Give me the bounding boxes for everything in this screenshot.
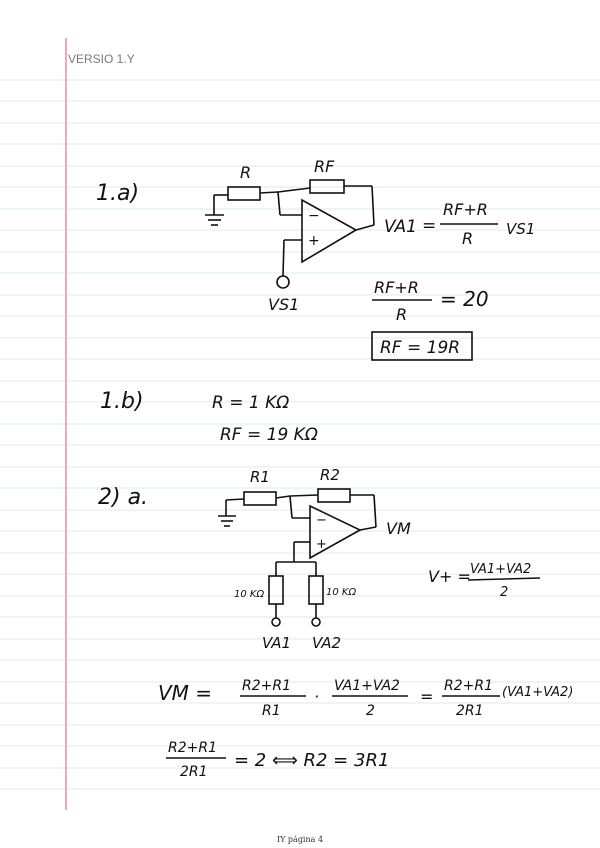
- q2-r1-label: R1: [250, 468, 270, 486]
- q2-va1-label: VA1: [262, 634, 291, 652]
- q2-cond-rhs: = 2 ⟺ R2 = 3R1: [234, 750, 389, 771]
- q1b-r: R = 1 KΩ: [212, 393, 289, 413]
- q1a-result: RF = 19R: [380, 338, 460, 358]
- q1a-vs1-label: VS1: [268, 295, 299, 314]
- q2-r2-label: R2: [320, 466, 340, 484]
- q2-10k-left: 10 KΩ: [234, 589, 264, 600]
- page-header: VERSIO 1.Y: [68, 52, 135, 66]
- q2-frac2-num: VA1+VA2: [334, 678, 400, 694]
- q1a-minus: −: [308, 208, 320, 224]
- circuit-2a: [218, 488, 377, 627]
- q1a-vs1-out: VS1: [506, 220, 535, 238]
- q2-vplus-den: 2: [500, 585, 508, 600]
- q2-plus: +: [316, 537, 327, 552]
- q1a-ratio-num: RF+R: [374, 278, 419, 297]
- q1a-frac-den: R: [462, 229, 473, 248]
- q2-frac1-den: R1: [262, 703, 281, 719]
- q2-vm-label: VM: [386, 519, 411, 538]
- q2-eq2: =: [420, 687, 433, 706]
- q1b-label: 1.b): [100, 389, 144, 414]
- q2-frac3-num: R2+R1: [444, 678, 493, 694]
- circuit-1a: [205, 179, 375, 289]
- q2-tail: (VA1+VA2): [502, 685, 573, 700]
- q2-frac3-den: 2R1: [456, 703, 484, 719]
- q1a-rf-label: RF: [314, 157, 335, 176]
- q2-vplus-num: VA1+VA2: [470, 562, 531, 577]
- q1a-frac-num: RF+R: [443, 200, 488, 219]
- q2-frac2-den: 2: [366, 703, 375, 719]
- q2a-label: 2) a.: [98, 485, 148, 510]
- q1a-ratio-eq: = 20: [440, 287, 489, 311]
- q2-cond-num: R2+R1: [168, 740, 217, 756]
- q2-vm-lhs: VM =: [158, 681, 212, 705]
- q1b-rf: RF = 19 KΩ: [220, 425, 318, 445]
- q2-10k-right: 10 KΩ: [326, 587, 356, 598]
- q2-dot: ·: [314, 687, 319, 706]
- q1a-label: 1.a): [96, 181, 139, 206]
- q2-cond-den: 2R1: [180, 764, 208, 780]
- q1a-r-label: R: [240, 163, 251, 182]
- q2-frac1-num: R2+R1: [242, 678, 291, 694]
- q1a-ratio-den: R: [396, 305, 407, 324]
- q1a-vo: VA1: [384, 217, 417, 237]
- page-footer: IY página 4: [276, 835, 324, 844]
- q1a-eq: =: [422, 216, 436, 236]
- q2-minus: −: [316, 513, 327, 528]
- q1a-plus: +: [308, 233, 320, 249]
- q2-va2-label: VA2: [312, 634, 341, 652]
- q2-vplus: V+ =: [428, 567, 471, 586]
